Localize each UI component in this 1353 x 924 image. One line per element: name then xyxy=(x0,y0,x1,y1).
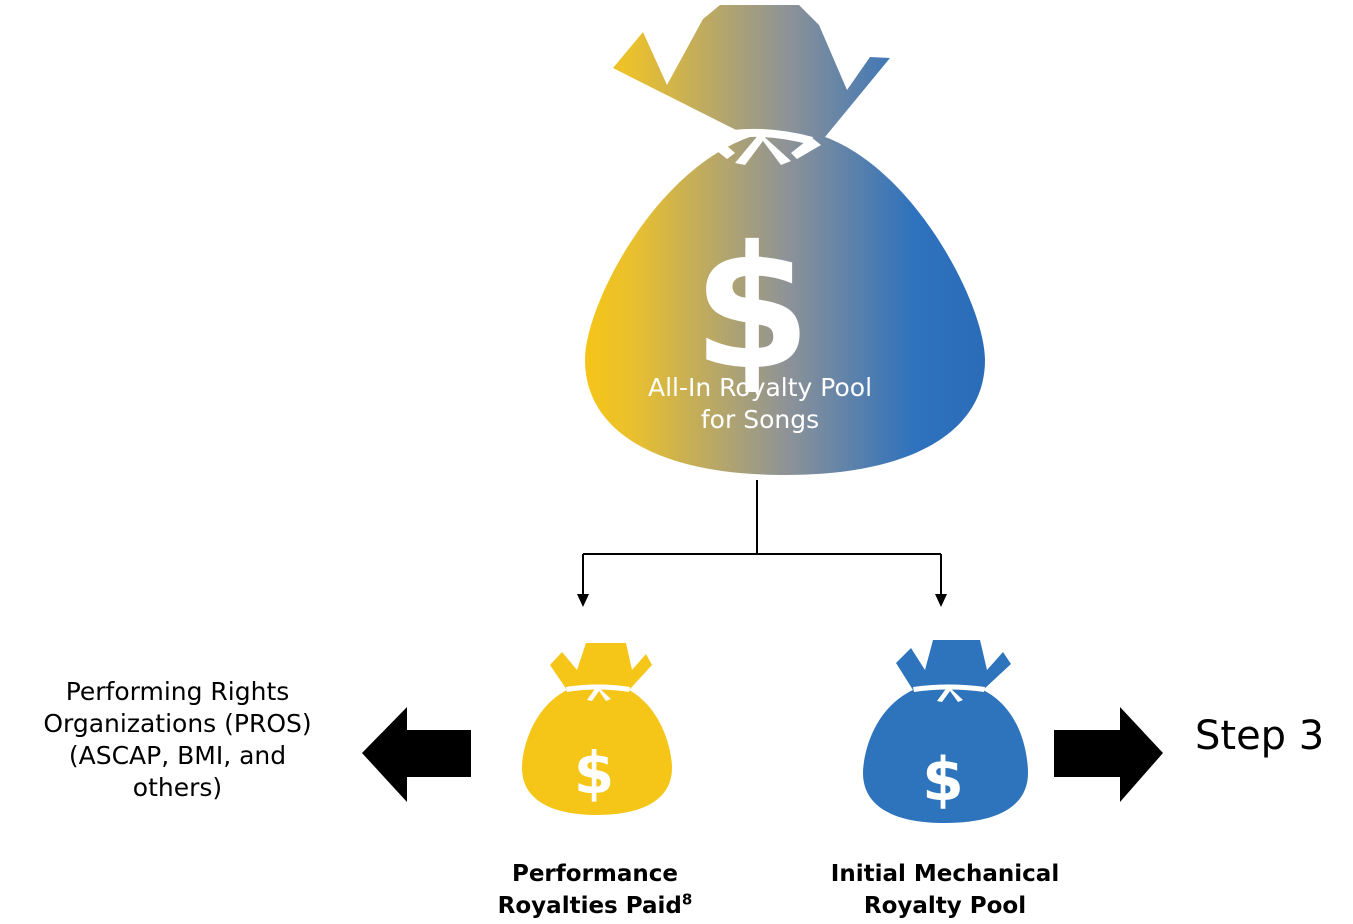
all-in-pool-label: All-In Royalty Pool for Songs xyxy=(600,372,920,436)
mechanical-royalty-label: Initial Mechanical Royalty Pool xyxy=(800,858,1090,922)
performance-royalties-bag-icon: $ xyxy=(522,643,672,815)
step-3-label: Step 3 xyxy=(1195,713,1325,759)
pro-label-line: Performing Rights xyxy=(65,677,290,706)
all-in-pool-label-line2: for Songs xyxy=(700,405,820,434)
performance-label-line2: Royalties Paid8 xyxy=(470,890,720,922)
arrowhead-right-branch xyxy=(935,594,947,607)
mechanical-dollar-symbol: $ xyxy=(922,745,964,815)
pro-label-line: (ASCAP, BMI, and xyxy=(68,741,287,770)
right-block-arrow-icon xyxy=(1054,707,1163,802)
mechanical-royalty-bag-icon: $ xyxy=(863,640,1028,823)
pro-label-line: others) xyxy=(132,773,223,802)
all-in-pool-label-line1: All-In Royalty Pool xyxy=(647,373,873,402)
pool-dollar-symbol: $ xyxy=(693,210,811,408)
pro-destination-label: Performing Rights Organizations (PROS) (… xyxy=(0,676,355,804)
arrowhead-left-branch xyxy=(577,594,589,607)
left-block-arrow-icon xyxy=(362,707,471,802)
performance-label-text: Royalties Paid xyxy=(497,893,682,919)
footnote-marker: 8 xyxy=(681,890,693,909)
performance-label-line1: Performance xyxy=(511,861,679,887)
mechanical-label-line2: Royalty Pool xyxy=(863,893,1027,919)
performance-dollar-symbol: $ xyxy=(574,739,614,807)
mechanical-label-line1: Initial Mechanical xyxy=(830,861,1060,887)
performance-royalties-label: Performance Royalties Paid8 xyxy=(470,858,720,922)
all-in-pool-bag-icon: $ xyxy=(585,5,985,475)
pro-label-line: Organizations (PROS) xyxy=(43,709,312,738)
split-connector xyxy=(582,480,942,596)
